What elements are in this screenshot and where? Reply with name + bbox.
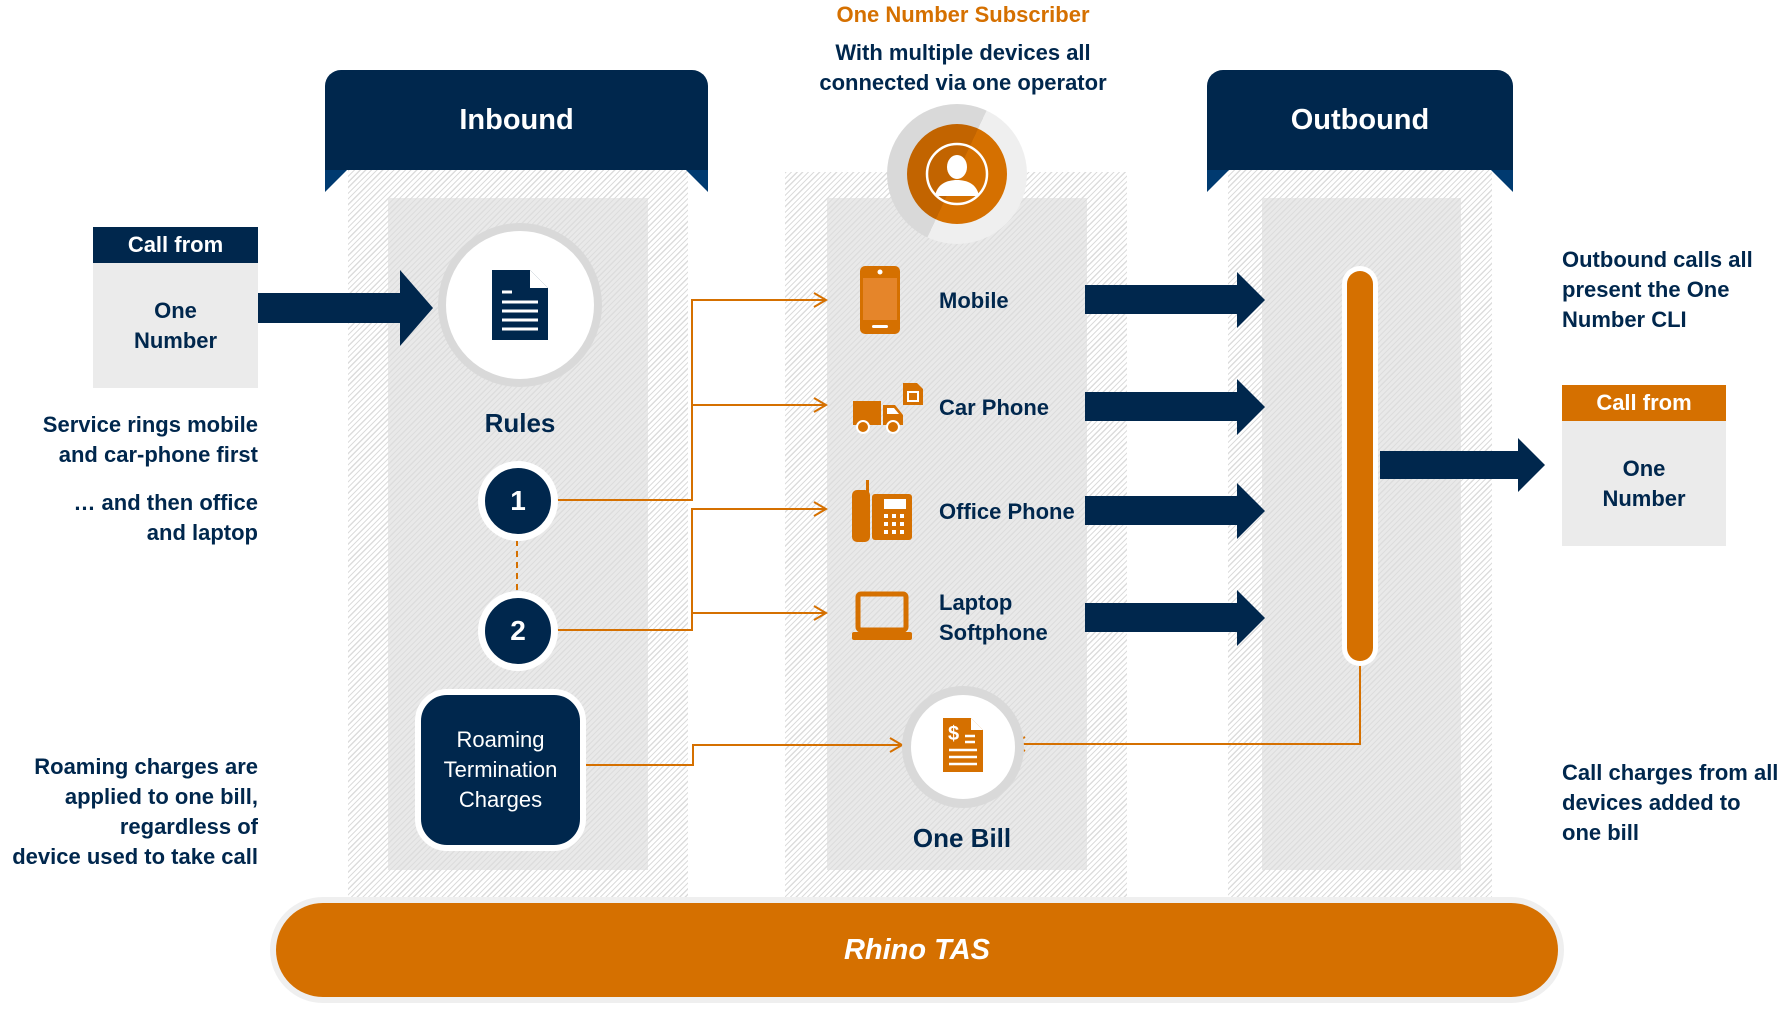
note-line: regardless of: [119, 814, 258, 839]
arrowhead-mobile: [813, 292, 828, 308]
outbound-header: Outbound: [1207, 70, 1513, 170]
note-line: device used to take call: [12, 844, 258, 869]
subscriber-subtitle-line1: With multiple devices all: [835, 40, 1091, 65]
mobile-outbound-arrow: [1085, 272, 1265, 328]
inbound-title: Inbound: [459, 103, 574, 136]
one-bill-label: One Bill: [912, 823, 1012, 853]
outbound-to-bill-connector: [1013, 662, 1361, 745]
note-line: Service rings mobile: [42, 412, 258, 437]
subscriber-title: One Number Subscriber: [836, 2, 1090, 27]
rule-step-2: 2: [478, 591, 558, 671]
note-line: and car-phone first: [58, 442, 258, 467]
device-laptop-label: Laptop Softphone: [939, 588, 1048, 648]
outbound-title: Outbound: [1290, 103, 1430, 136]
laptop-outbound-arrow: [1085, 590, 1265, 646]
inbound-header: Inbound: [325, 70, 708, 170]
device-car-phone-label: Car Phone: [939, 395, 1050, 420]
arrowhead-office: [813, 501, 828, 517]
note-line: one bill: [1562, 820, 1639, 845]
note-roaming-charges: Roaming charges are applied to one bill,…: [0, 752, 258, 872]
note-then-office: … and then office and laptop: [0, 488, 258, 548]
rule1-connector: [555, 299, 826, 501]
rhino-tas-platform: Rhino TAS: [270, 897, 1564, 1003]
right-call-from-label: Call from: [1596, 390, 1692, 415]
note-service-rings: Service rings mobile and car-phone first: [0, 410, 258, 470]
note-call-charges: Call charges from all devices added to o…: [1562, 758, 1789, 848]
user-avatar-icon: [925, 142, 989, 206]
outbound-header-fold-right: [1491, 170, 1513, 192]
right-one-number-line2: Number: [1602, 485, 1686, 511]
left-call-from-header: Call from: [93, 227, 258, 263]
outbound-aggregator-bar: [1342, 266, 1378, 666]
device-laptop-label-line1: Laptop: [939, 590, 1013, 615]
device-mobile: [860, 266, 900, 339]
svg-text:$: $: [948, 723, 959, 745]
rules-label: Rules: [484, 408, 556, 438]
rule-step-2-number: 2: [510, 615, 526, 646]
rule-step-1-number: 1: [510, 485, 526, 516]
left-call-from-label: Call from: [127, 232, 224, 257]
note-line: Call charges from all: [1562, 760, 1779, 785]
note-line: … and then office: [73, 490, 258, 515]
roaming-line1: Roaming: [456, 727, 545, 752]
device-laptop-label-line2: Softphone: [939, 620, 1048, 645]
left-one-number-line2: Number: [133, 327, 218, 353]
note-line: present the One: [1562, 277, 1730, 302]
roaming-line2: Termination: [443, 757, 558, 782]
laptop-icon: [852, 591, 912, 640]
bill-dollar-icon: $: [943, 718, 983, 772]
left-one-number-line1: One: [154, 297, 197, 323]
inbound-header-fold-left: [325, 170, 347, 192]
subscriber-subtitle-line2: connected via one operator: [819, 70, 1107, 95]
inbound-arrow: [258, 270, 433, 346]
device-laptop: [852, 591, 912, 647]
subscriber-avatar: [887, 104, 1027, 244]
arrowhead-laptop: [813, 605, 828, 621]
roaming-to-bill-connector: [578, 744, 902, 766]
document-icon: [492, 270, 548, 340]
inbound-header-fold-right: [686, 170, 708, 192]
car-sim-icon: [853, 383, 923, 434]
right-call-from-header: Call from: [1562, 385, 1726, 421]
subscriber-subtitle: With multiple devices all connected via …: [760, 38, 1166, 98]
roaming-line3: Charges: [458, 787, 543, 812]
rule2-connector: [555, 508, 826, 631]
device-office-phone: [852, 480, 912, 547]
note-line: Roaming charges are: [34, 754, 258, 779]
office-phone-icon: [852, 480, 912, 542]
note-line: devices added to: [1562, 790, 1741, 815]
note-line: and laptop: [146, 520, 258, 545]
car-outbound-arrow: [1085, 379, 1265, 435]
office-outbound-arrow: [1085, 483, 1265, 539]
device-mobile-label: Mobile: [939, 288, 1009, 313]
rule-step-1: 1: [478, 461, 558, 541]
mobile-phone-icon: [860, 266, 900, 334]
rhino-tas-label: Rhino TAS: [843, 933, 991, 966]
device-car-phone: [853, 383, 923, 440]
rules-circle: [438, 223, 602, 387]
note-line: applied to one bill,: [64, 784, 258, 809]
note-outbound-cli: Outbound calls all present the One Numbe…: [1562, 245, 1789, 335]
outbound-header-fold-left: [1207, 170, 1229, 192]
arrowhead-car: [813, 397, 828, 413]
note-line: Number CLI: [1562, 307, 1687, 332]
note-line: Outbound calls all: [1562, 247, 1753, 272]
final-outbound-arrow: [1380, 438, 1545, 492]
right-one-number-line1: One: [1622, 455, 1666, 481]
device-office-phone-label: Office Phone: [939, 499, 1075, 524]
one-bill-circle: $: [902, 686, 1024, 808]
